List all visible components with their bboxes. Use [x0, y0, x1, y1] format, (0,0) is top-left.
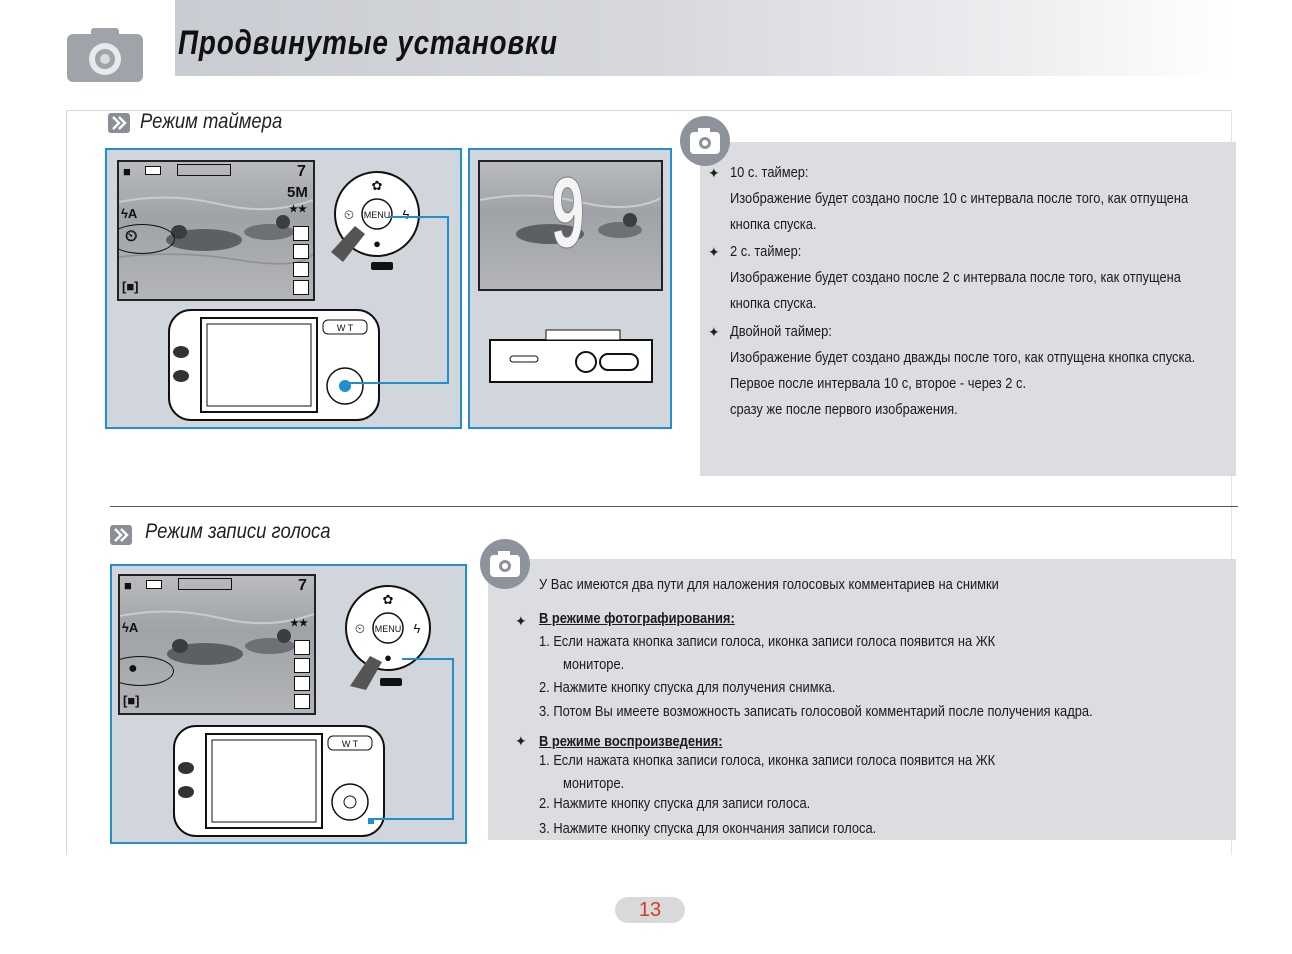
countdown-digit: 9 [551, 160, 585, 270]
timer-item-line: Изображение будет создано дважды после т… [730, 349, 1196, 366]
timer-item-heading: 2 с. таймер: [730, 243, 802, 260]
svg-text:ϟ: ϟ [414, 621, 421, 636]
voice-step: 1. Если нажата кнопка записи голоса, ико… [539, 752, 996, 769]
svg-text:W T: W T [342, 739, 359, 749]
flash-auto-icon: ϟA [121, 206, 138, 221]
bullet-icon: ✦ [515, 613, 527, 629]
svg-text:⏲: ⏲ [344, 207, 354, 222]
quality-stars: ★★ [290, 618, 308, 629]
battery-icon [146, 580, 162, 589]
page-title: Продвинутые установки [178, 24, 558, 62]
frame-line-top [66, 110, 1232, 111]
frame-line-left [66, 110, 67, 855]
dpad-control: MENU ✿ ⏲ ϟ ● [331, 171, 420, 270]
right-side-icons [293, 226, 309, 295]
section-arrow-icon [110, 525, 132, 545]
bullet-icon: ✦ [708, 165, 720, 181]
callout-line [402, 658, 454, 660]
camera-mode-icon: ■ [123, 164, 131, 179]
svg-text:W T: W T [337, 323, 354, 333]
svg-text:MENU: MENU [375, 624, 402, 634]
voice-step: мониторе. [563, 775, 625, 792]
section-divider [110, 506, 1238, 507]
svg-text:MENU: MENU [364, 210, 391, 220]
timer-item-line: кнопка спуска. [730, 295, 817, 312]
bullet-icon: ✦ [515, 733, 527, 749]
voice-step: 3. Нажмите кнопку спуска для окончания з… [539, 820, 877, 837]
self-timer-icon: ⏲ [125, 228, 138, 245]
svg-text:●: ● [384, 650, 392, 665]
svg-text:✿: ✿ [383, 592, 394, 607]
voice-illustration-panel: ■ 7 ★★ ϟA ● [■] MENU ✿ ⏲ ϟ ● W T [110, 564, 467, 844]
section-title-voice: Режим записи голоса [145, 520, 331, 543]
callout-line [374, 818, 454, 820]
svg-text:⏲: ⏲ [355, 621, 365, 636]
zoom-bar [177, 164, 231, 176]
page-number: 13 [615, 897, 685, 923]
timer-item-heading: Двойной таймер: [730, 323, 832, 340]
timer-item-line: Изображение будет создано после 10 с инт… [730, 190, 1189, 207]
lcd-preview: ■ 7 5M ★★ ϟA ⏲ [■] [117, 160, 315, 301]
voice-group-heading: В режиме фотографирования: [539, 610, 735, 627]
bullet-icon: ✦ [708, 244, 720, 260]
voice-step: 2. Нажмите кнопку спуска для получения с… [539, 679, 836, 696]
camera-back-illustration: W T [168, 309, 380, 421]
zoom-bar [178, 578, 232, 590]
battery-icon [145, 166, 161, 175]
voice-group-heading: В режиме воспроизведения: [539, 733, 723, 750]
voice-step: 2. Нажмите кнопку спуска для записи голо… [539, 795, 811, 812]
timer-info-box [700, 142, 1236, 476]
lcd-preview: ■ 7 ★★ ϟA ● [■] [118, 574, 316, 715]
camera-mode-icon: ■ [124, 578, 132, 593]
section-arrow-icon [108, 113, 130, 133]
quality-stars: ★★ [289, 204, 307, 215]
bullet-icon: ✦ [708, 324, 720, 340]
timer-item-heading: 10 с. таймер: [730, 164, 809, 181]
timer-countdown-panel: 9 [468, 148, 672, 429]
resolution-label: 5M [287, 184, 308, 201]
voice-intro: У Вас имеются два пути для наложения гол… [539, 576, 999, 593]
voice-step: мониторе. [563, 656, 625, 673]
svg-text:✿: ✿ [372, 178, 383, 193]
camera-back-illustration: W T [173, 725, 385, 837]
callout-line [389, 216, 449, 218]
section-title-timer: Режим таймера [140, 110, 283, 133]
timer-item-line: сразу же после первого изображения. [730, 401, 958, 418]
voice-memo-icon: ● [128, 660, 138, 677]
timer-illustration-panel: ■ 7 5M ★★ ϟA ⏲ [■] MENU ✿ ⏲ ϟ ● W T [105, 148, 462, 429]
right-side-icons [294, 640, 310, 709]
camera-badge-icon [680, 116, 730, 166]
voice-highlight-ellipse [120, 656, 174, 686]
svg-text:ϟ: ϟ [403, 207, 410, 222]
header-band [175, 0, 1230, 76]
timer-item-line: Изображение будет создано после 2 с инте… [730, 269, 1181, 286]
timer-item-line: Первое после интервала 10 с, второе - че… [730, 375, 1027, 392]
shots-remaining: 7 [298, 577, 307, 594]
dpad-control: MENU ✿ ⏲ ϟ ● [345, 585, 431, 690]
voice-step: 3. Потом Вы имеете возможность записать … [539, 703, 1093, 720]
frame-line-right [1231, 110, 1232, 855]
focus-frame-icon: [■] [123, 693, 140, 708]
timer-item-line: кнопка спуска. [730, 216, 817, 233]
camera-badge-icon [480, 539, 530, 589]
shots-remaining: 7 [297, 163, 306, 180]
focus-frame-icon: [■] [122, 279, 139, 294]
callout-line [349, 382, 449, 384]
flash-auto-icon: ϟA [122, 620, 139, 635]
svg-text:●: ● [373, 236, 381, 251]
voice-info-box [488, 559, 1236, 840]
timer-highlight-ellipse [119, 224, 175, 254]
callout-line [447, 216, 449, 384]
countdown-preview: 9 [478, 160, 663, 291]
callout-line [452, 658, 454, 820]
camera-logo-icon [67, 28, 143, 82]
camera-top-illustration [489, 329, 653, 383]
voice-step: 1. Если нажата кнопка записи голоса, ико… [539, 633, 996, 650]
